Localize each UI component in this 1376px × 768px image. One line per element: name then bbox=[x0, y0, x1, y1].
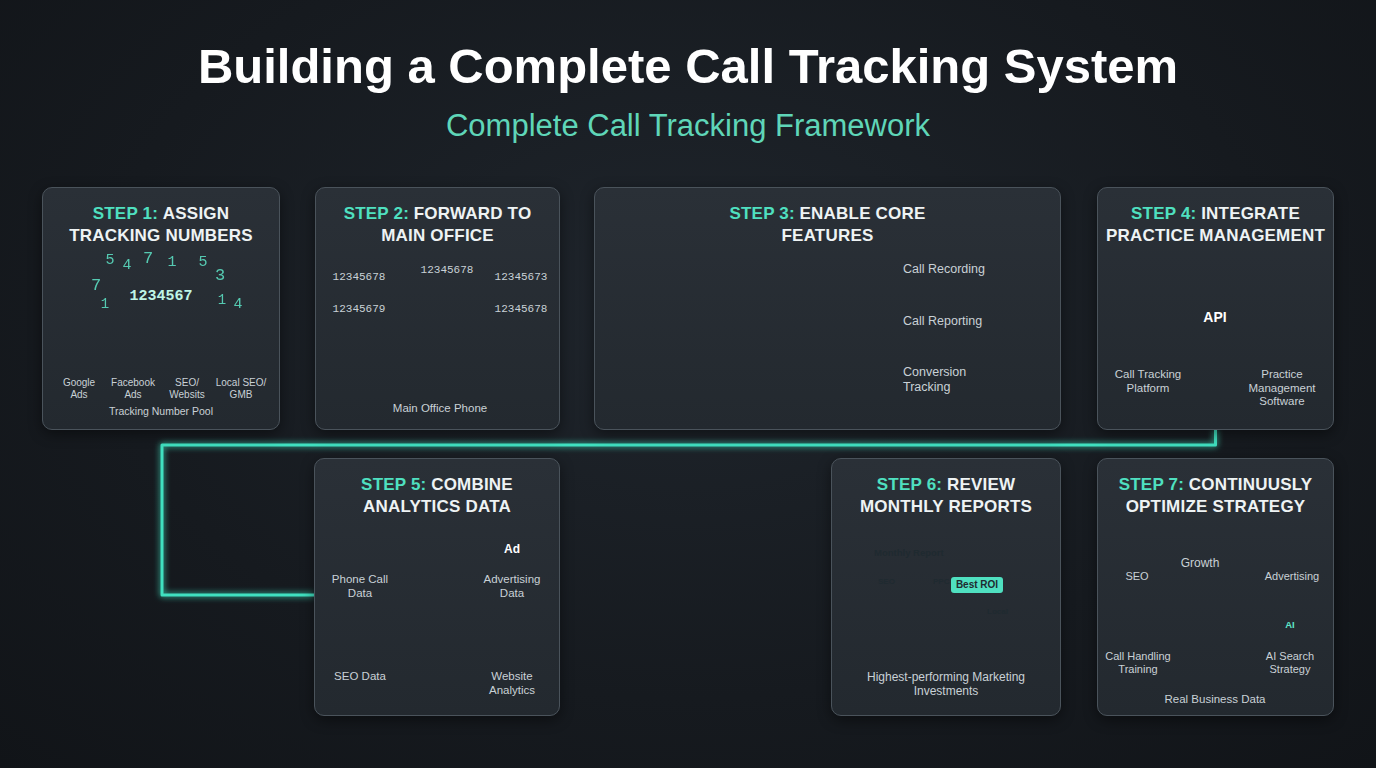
icon-label: Call Handling Training bbox=[1096, 650, 1180, 676]
phone-number: 12345679 bbox=[324, 303, 394, 316]
scattered-digit: 1 bbox=[215, 292, 229, 309]
glow-connector bbox=[1061, 308, 1097, 311]
phone-number: 12345678 bbox=[412, 264, 482, 277]
icon-label: Highest-performing Marketing Investments bbox=[846, 670, 1046, 698]
icon-label: Tracking Number Pool bbox=[71, 405, 251, 417]
step-heading: STEP 4:INTEGRATE PRACTICE MANAGEMENT bbox=[1103, 203, 1328, 247]
icon-label: Google Ads bbox=[54, 377, 104, 401]
step-heading: STEP 6:REVIEW MONTHLY REPORTS bbox=[841, 474, 1051, 518]
phone-number: 1234567 bbox=[121, 288, 201, 306]
icon-label: Growth bbox=[1175, 556, 1225, 570]
icon-label: Call Recording bbox=[903, 262, 993, 277]
scattered-digit: 7 bbox=[89, 276, 103, 296]
scattered-digit: 1 bbox=[165, 254, 179, 272]
diagram-title: Building a Complete Call Tracking System bbox=[0, 40, 1376, 94]
icon-label: Practice Management Software bbox=[1240, 368, 1324, 409]
scattered-digit: 7 bbox=[141, 249, 155, 269]
step-box: STEP 3:ENABLE CORE FEATURES bbox=[594, 187, 1061, 430]
glow-connector bbox=[560, 308, 594, 311]
phone-number: 12345678 bbox=[324, 271, 394, 284]
icon-label: Main Office Phone bbox=[360, 402, 520, 416]
step-title: ENABLE CORE FEATURES bbox=[782, 204, 926, 245]
icon-label: SEO bbox=[878, 577, 908, 586]
step-number: STEP 3: bbox=[729, 204, 794, 223]
glow-connector bbox=[560, 594, 831, 597]
icon-label: API bbox=[1195, 309, 1235, 326]
icon-label: Advertising Data bbox=[477, 573, 547, 600]
scattered-digit: 5 bbox=[103, 252, 117, 270]
step-number: STEP 2: bbox=[344, 204, 409, 223]
step-heading: STEP 5:COMBINE ANALYTICS DATA bbox=[330, 474, 545, 518]
icon-label: AI Search Strategy bbox=[1252, 650, 1328, 676]
icon-label: Real Business Data bbox=[1150, 693, 1280, 707]
icon-label: Local bbox=[987, 607, 1017, 616]
icon-label: SEO Data bbox=[325, 670, 395, 684]
scattered-digit: 4 bbox=[120, 257, 134, 275]
icon-label: SEO bbox=[1117, 570, 1157, 583]
icon-label: Call Reporting bbox=[903, 314, 993, 329]
glow-connector bbox=[1061, 594, 1097, 597]
scattered-digit: 3 bbox=[213, 266, 227, 286]
step-box: STEP 7:CONTINUUSLY OPTIMIZE STRATEGY bbox=[1097, 458, 1334, 716]
icon-label: Local SEO/ GMB bbox=[213, 377, 269, 401]
subtitle: Complete Call Tracking Framework bbox=[338, 108, 1038, 145]
phone-number: 12345673 bbox=[486, 271, 556, 284]
icon-label: Call Tracking Platform bbox=[1102, 368, 1194, 395]
icon-label: Facebook Ads bbox=[108, 377, 158, 401]
glow-connector bbox=[280, 308, 315, 311]
step-number: STEP 5: bbox=[361, 475, 426, 494]
scattered-digit: 1 bbox=[98, 296, 112, 313]
icon-label: AI bbox=[1280, 619, 1300, 630]
scattered-digit: 5 bbox=[196, 254, 210, 272]
step-heading: STEP 3:ENABLE CORE FEATURES bbox=[723, 203, 933, 247]
icon-label: Ad bbox=[497, 542, 527, 556]
step-number: STEP 4: bbox=[1131, 204, 1196, 223]
icon-label: Phone Call Data bbox=[327, 573, 393, 600]
icon-label: Conversion Tracking bbox=[903, 365, 993, 395]
icon-label: Best ROI bbox=[951, 577, 1003, 593]
step-number: STEP 7: bbox=[1119, 475, 1184, 494]
icon-label: Advertising bbox=[1260, 570, 1324, 583]
scattered-digit: 4 bbox=[231, 296, 245, 314]
icon-label: Monthly Report bbox=[874, 547, 974, 558]
step-number: STEP 1: bbox=[93, 204, 158, 223]
icon-label: Website Analytics bbox=[477, 670, 547, 697]
phone-number: 12345678 bbox=[486, 303, 556, 316]
step-number: STEP 6: bbox=[877, 475, 942, 494]
step-heading: STEP 7:CONTINUUSLY OPTIMIZE STRATEGY bbox=[1103, 474, 1328, 518]
icon-label: SEO/ Websits bbox=[162, 377, 212, 401]
step-heading: STEP 2:FORWARD TO MAIN OFFICE bbox=[330, 203, 545, 247]
step-heading: STEP 1:ASSIGN TRACKING NUMBERS bbox=[56, 203, 266, 247]
